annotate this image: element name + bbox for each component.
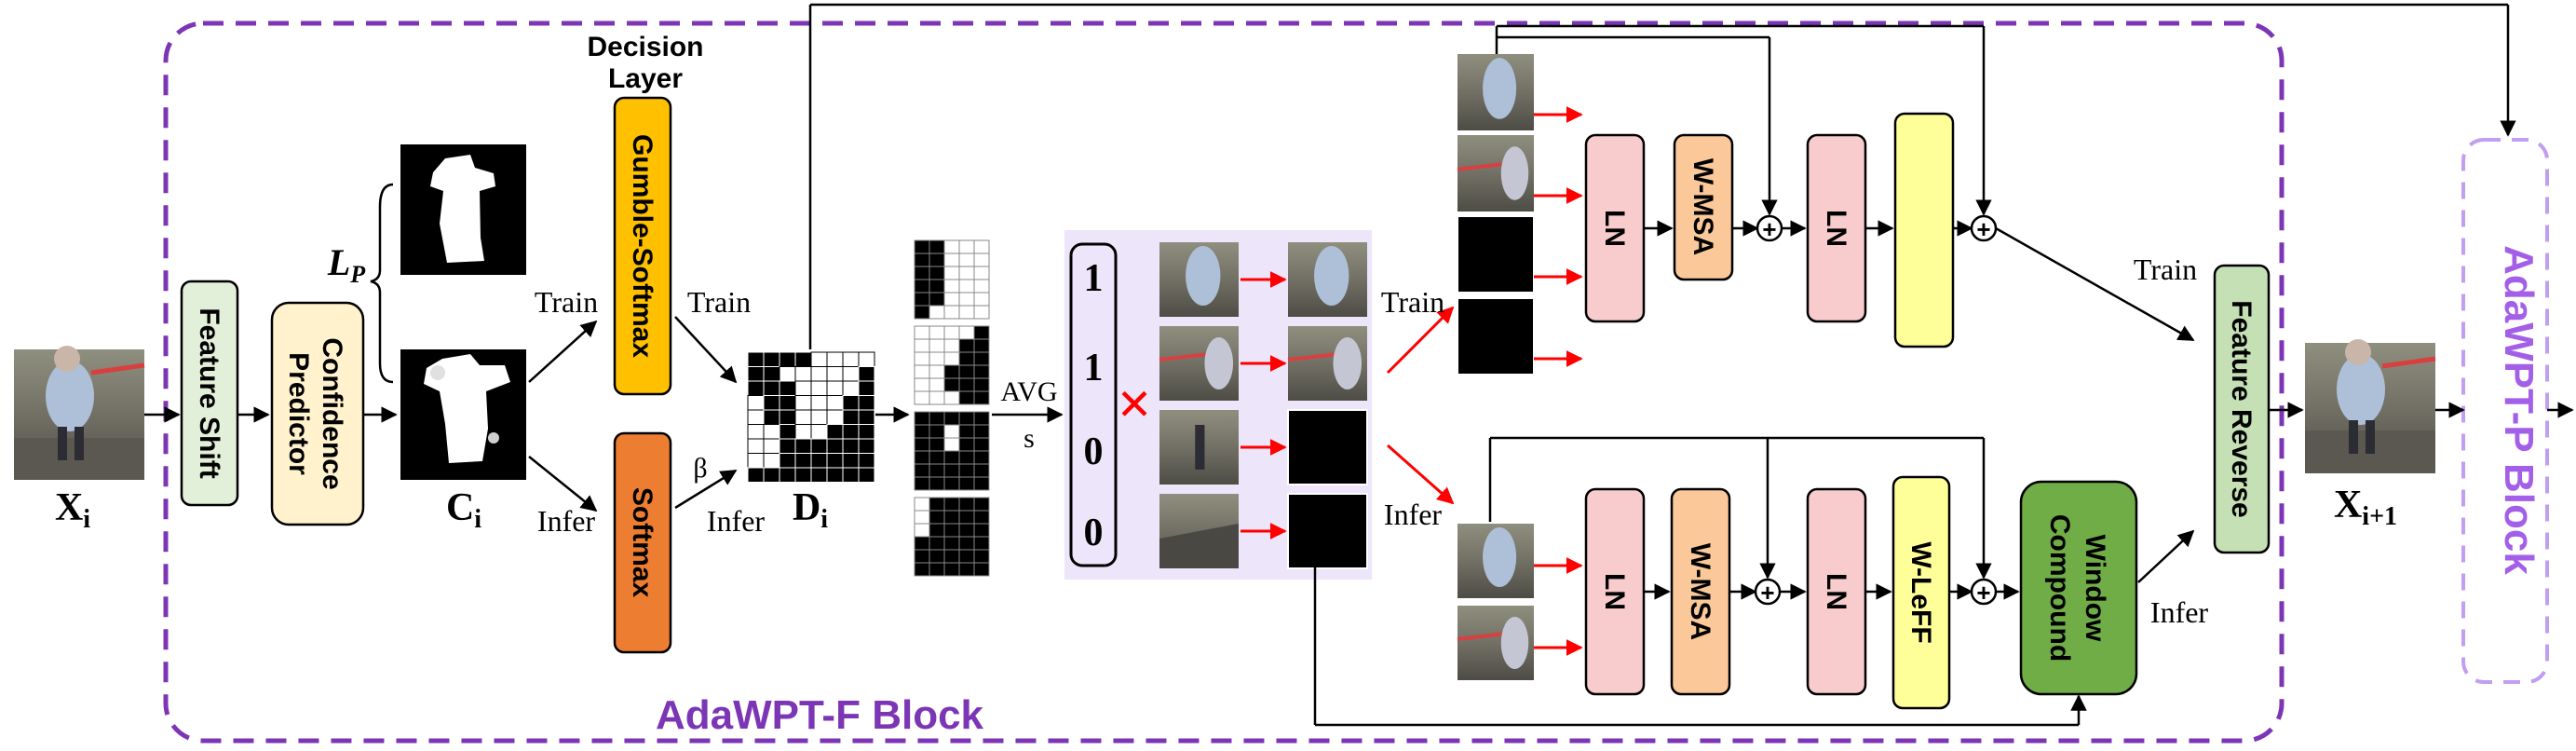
d-i-label: Di <box>793 486 828 534</box>
avg-label: AVG <box>1000 376 1057 407</box>
train-branch-patches <box>1457 54 1583 376</box>
train-label-3: Train <box>1381 285 1444 319</box>
adawpt-f-block-label: AdaWPT-F Block <box>656 692 984 738</box>
lp-ground-truth-mask <box>400 144 526 275</box>
svg-text:Confidence: Confidence <box>317 337 347 489</box>
window-mask-grids <box>914 239 990 577</box>
train-label-4: Train <box>2134 253 2197 286</box>
mask-value-2: 1 <box>1084 347 1104 389</box>
x-next-label: Xi+1 <box>2334 484 2397 531</box>
ln-label-infer-2: LN <box>1821 573 1851 610</box>
wmsa-label-train: W-MSA <box>1688 158 1718 255</box>
window-compound-label: Window Compound <box>2044 514 2110 662</box>
window-patches <box>1159 242 1368 569</box>
softmax-label: Softmax <box>627 487 658 598</box>
lp-label: LP <box>327 241 366 288</box>
decision-layer-title-2: Layer <box>608 63 683 94</box>
x-i-label: Xi <box>55 486 90 534</box>
wmsa-box-train <box>1673 133 1734 281</box>
add-node-train-1-plus: + <box>1762 215 1776 243</box>
input-image <box>14 346 145 480</box>
train-label-2: Train <box>687 285 751 319</box>
wleff-label: W-LeFF <box>1905 541 1936 643</box>
adawpt-p-block-label: AdaWPT-P Block <box>2496 245 2542 575</box>
svg-text:Predictor: Predictor <box>283 352 314 475</box>
svg-text:Window: Window <box>2080 535 2110 642</box>
adawpt-f-block-border <box>163 20 2285 744</box>
mask-value-4: 0 <box>1084 512 1104 554</box>
ffn-box-train <box>1893 112 1955 348</box>
feature-reverse-label: Feature Reverse <box>2226 300 2257 517</box>
output-image <box>2305 339 2436 473</box>
multiply-cross-icon: ✕ <box>1117 380 1153 429</box>
decision-mask-di <box>747 351 875 483</box>
mask-value-1: 1 <box>1084 257 1104 300</box>
add-node-infer-2-plus: + <box>1976 579 1990 607</box>
feature-shift-label: Feature Shift <box>194 307 224 478</box>
ln-label-infer-1: LN <box>1599 573 1630 610</box>
confidence-map-ci <box>400 349 526 480</box>
feature-shift-box <box>180 280 239 507</box>
mask-vector-box <box>1069 242 1118 567</box>
beta-label: β <box>693 453 707 484</box>
decision-layer-title-1: Decision <box>587 32 703 62</box>
wmsa-label-infer: W-MSA <box>1685 543 1715 640</box>
infer-branch-patches <box>1457 524 1583 680</box>
softmax-box <box>613 431 672 654</box>
infer-label-2: Infer <box>707 504 766 538</box>
mask-value-3: 0 <box>1084 430 1104 473</box>
window-compound-box <box>2019 480 2138 696</box>
add-node-train-2-plus: + <box>1976 215 1990 243</box>
lp-brace <box>370 183 394 384</box>
ln-label-train-1: LN <box>1599 210 1630 247</box>
infer-label-1: Infer <box>537 504 596 538</box>
gumbel-softmax-label: Gumble-Softmax <box>627 134 658 358</box>
gumbel-softmax-box <box>613 96 672 396</box>
c-i-label: Ci <box>446 486 481 534</box>
add-node-infer-1-plus: + <box>1760 579 1774 607</box>
avgs-label: s <box>1024 423 1035 454</box>
confidence-predictor-label: Confidence Predictor <box>283 337 347 489</box>
train-label-1: Train <box>535 285 598 319</box>
ln-label-train-2: LN <box>1821 210 1851 247</box>
infer-label-3: Infer <box>1384 498 1443 531</box>
svg-text:Compound: Compound <box>2044 514 2075 662</box>
infer-label-4: Infer <box>2150 595 2209 629</box>
